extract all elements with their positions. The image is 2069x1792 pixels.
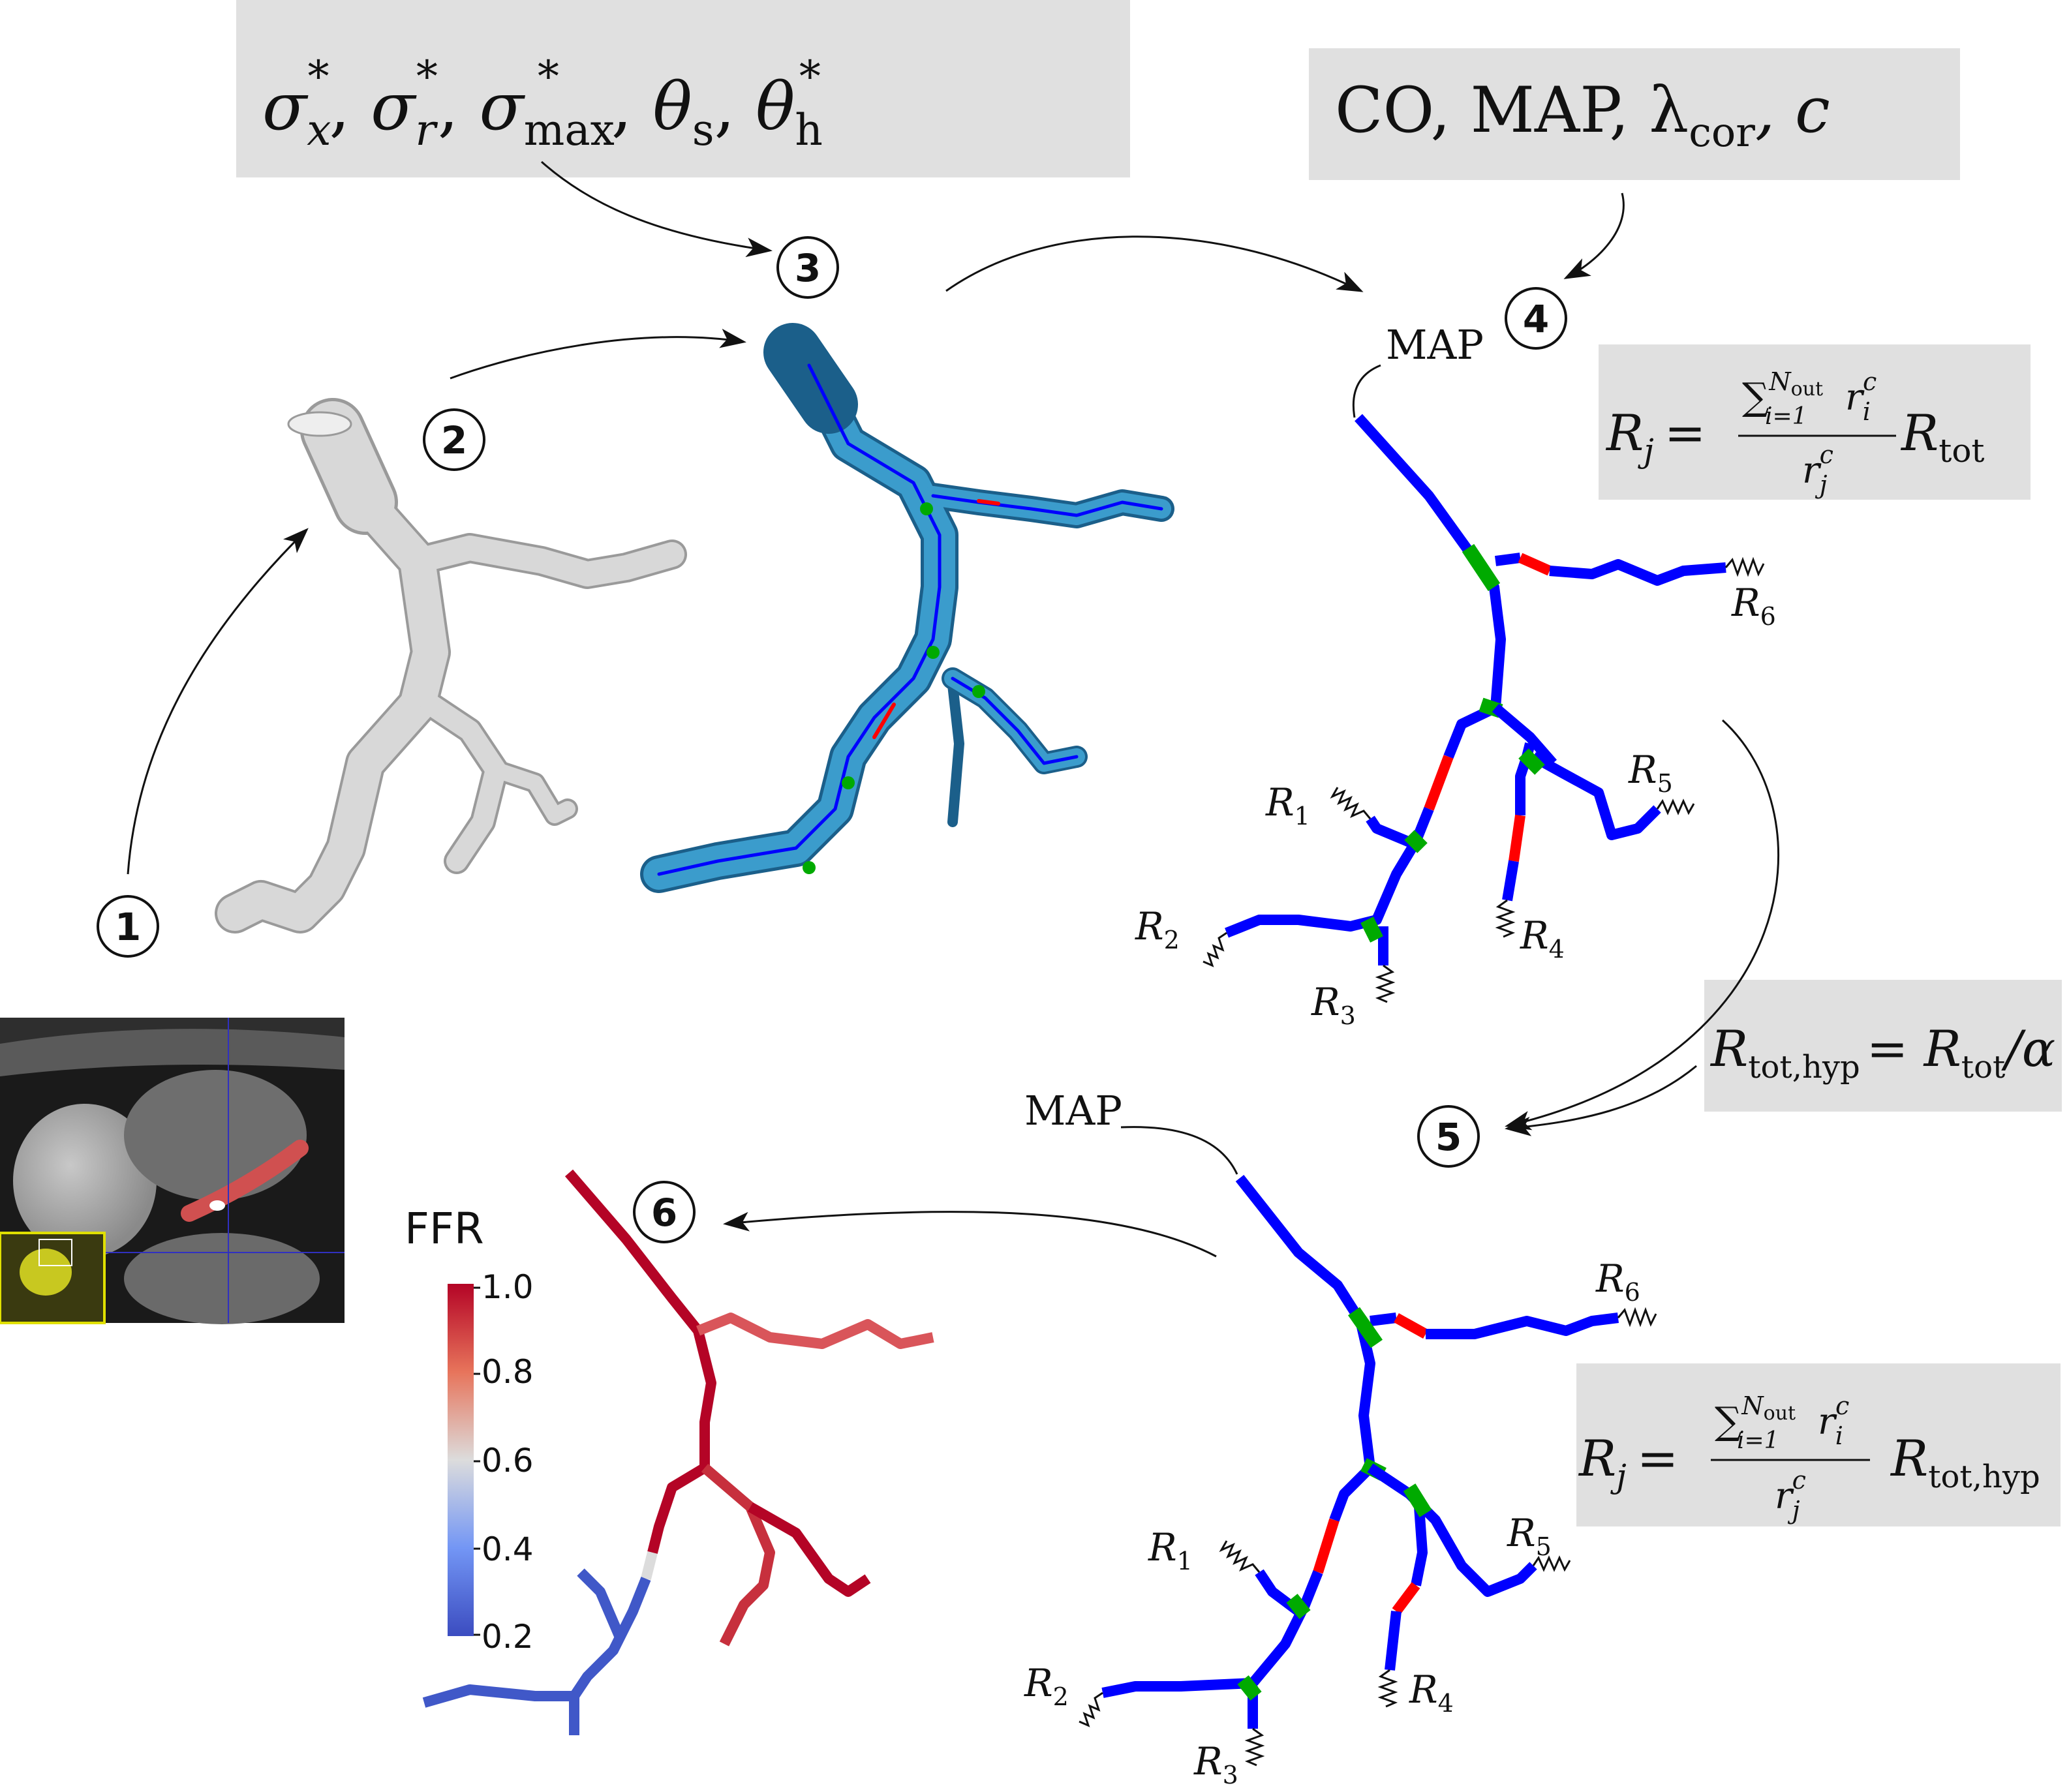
colorbar-tick-1: 1.0 xyxy=(482,1268,534,1306)
colorbar-tick-0-6: 0.6 xyxy=(482,1442,534,1480)
ffr-result-network xyxy=(422,1169,934,1735)
svg-text:σx*, σr*, σmax*, θs, θh*: σx*, σr*, σmax*, θs, θh* xyxy=(262,52,823,155)
svg-text:R2: R2 xyxy=(1135,904,1180,954)
arrow-3-to-4 xyxy=(945,235,1364,292)
arrow-4-to-5 xyxy=(1505,719,1780,1131)
svg-text:Rj=: Rj= xyxy=(1578,1429,1678,1495)
stress-parameters-box: σx*, σr*, σmax*, θs, θh* xyxy=(236,0,1130,177)
resistor-labels-rest: R6 R1 R2 R3 R4 R5 xyxy=(1135,581,1776,1030)
centerline-mesh-model xyxy=(640,323,1174,893)
svg-text:2: 2 xyxy=(441,418,467,463)
resistor-symbols xyxy=(1079,556,1765,1767)
map-label-rest: MAP xyxy=(1386,321,1484,369)
ffr-colorbar: FFR 1.0 0.8 0.6 0.4 0.2 xyxy=(405,1204,534,1656)
svg-text:3: 3 xyxy=(795,246,821,290)
ct-scan-image xyxy=(0,1018,345,1324)
svg-text:R1: R1 xyxy=(1148,1525,1193,1575)
param-theta-h: θ xyxy=(756,68,795,145)
step-5: 5 xyxy=(1417,1105,1480,1168)
colorbar-title: FFR xyxy=(405,1204,484,1254)
svg-text:R6: R6 xyxy=(1731,581,1776,631)
colorbar-tick-0-2: 0.2 xyxy=(482,1618,534,1656)
svg-text:4: 4 xyxy=(1523,297,1549,341)
svg-text:rjc: rjc xyxy=(1802,440,1833,499)
arrow-params-to-3 xyxy=(541,160,773,258)
svg-text:1: 1 xyxy=(115,905,141,949)
svg-text:R6: R6 xyxy=(1595,1256,1640,1307)
map-label-hyperemia: MAP xyxy=(1024,1087,1122,1134)
step-2: 2 xyxy=(423,408,485,471)
svg-text:∑Nout: ∑Nout xyxy=(1742,367,1823,419)
svg-text:R3: R3 xyxy=(1311,980,1356,1030)
svg-text:R4: R4 xyxy=(1409,1667,1454,1718)
svg-text:∑Nout: ∑Nout xyxy=(1715,1391,1796,1443)
colorbar-tick-0-4: 0.4 xyxy=(482,1530,534,1568)
arrow-5-to-6 xyxy=(723,1211,1217,1258)
svg-text:5: 5 xyxy=(1435,1115,1462,1159)
colorbar-gradient xyxy=(448,1284,474,1636)
map-inlets: MAP MAP xyxy=(1024,321,1484,1175)
arrow-hyp-to-5 xyxy=(1505,1065,1697,1136)
svg-text:Rj=: Rj= xyxy=(1605,404,1706,470)
svg-text:i=1: i=1 xyxy=(1765,403,1807,430)
svg-text:i=1: i=1 xyxy=(1737,1427,1779,1454)
svg-text:ric: ric xyxy=(1818,1391,1849,1450)
workflow-arrows xyxy=(127,160,1780,1258)
svg-text:CO, MAP, λcor, c: CO, MAP, λcor, c xyxy=(1335,74,1830,156)
svg-text:Rtot,hyp: Rtot,hyp xyxy=(1890,1429,2040,1495)
svg-text:Rtot,hyp= Rtot/α: Rtot,hyp= Rtot/α xyxy=(1709,1020,2055,1086)
svg-text:R1: R1 xyxy=(1265,780,1310,830)
svg-text:R3: R3 xyxy=(1193,1739,1238,1789)
step-3: 3 xyxy=(776,236,839,299)
svg-text:Rtot: Rtot xyxy=(1900,404,1985,470)
resistance-formula-hyperemia: Rj= ∑Nout i=1 ric rjc Rtot,hyp xyxy=(1576,1363,2061,1526)
step-1: 1 xyxy=(97,895,159,958)
arrow-2-to-3 xyxy=(450,328,746,380)
param-theta-s: θ xyxy=(652,68,692,145)
resistance-formula-rest: Rj= ∑Nout i=1 ric rjc Rtot xyxy=(1599,344,2031,500)
svg-text:rjc: rjc xyxy=(1775,1466,1806,1525)
svg-text:R4: R4 xyxy=(1520,913,1565,964)
svg-text:R2: R2 xyxy=(1024,1661,1069,1711)
resistor-labels-hyperemia: R6 R1 R2 R3 R4 R5 xyxy=(1024,1256,1640,1789)
param-sigma-max: σ xyxy=(479,68,525,145)
network-model-rest xyxy=(1225,414,1726,965)
param-sigma-x: σ xyxy=(262,68,309,145)
arrow-flow-to-4 xyxy=(1563,192,1625,279)
svg-text:R5: R5 xyxy=(1507,1511,1552,1561)
step-4: 4 xyxy=(1505,287,1567,350)
step-markers: 1 2 3 4 5 6 xyxy=(97,236,1567,1243)
flow-parameters-box: CO, MAP, λcor, c xyxy=(1309,48,1960,180)
segmented-vessel-model xyxy=(215,398,687,934)
hyperemia-ratio-box: Rtot,hyp= Rtot/α xyxy=(1704,980,2062,1112)
arrow-1-to-2 xyxy=(127,528,309,875)
svg-text:6: 6 xyxy=(651,1191,677,1235)
step-6: 6 xyxy=(633,1181,696,1243)
network-model-hyperemia xyxy=(1101,1175,1619,1729)
colorbar-tick-0-8: 0.8 xyxy=(482,1353,534,1391)
svg-text:R5: R5 xyxy=(1628,748,1673,798)
svg-text:ric: ric xyxy=(1845,367,1877,426)
param-sigma-r: σ xyxy=(371,68,417,145)
